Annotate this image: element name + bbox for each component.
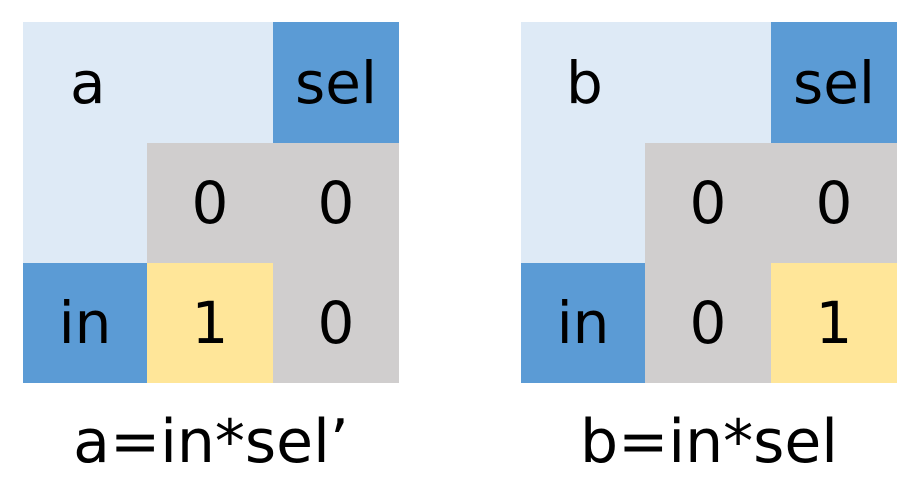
value-cell: 0 [645,143,771,263]
value-cell: 0 [147,143,273,263]
value-cell: 0 [273,143,399,263]
value-cell: 0 [771,143,897,263]
output-label-cell: b [521,22,771,143]
value-cell: 0 [645,263,771,383]
truth-map-a: a sel 0 0 in 1 0 [23,22,399,383]
formula-b: b=in*sel [580,407,838,477]
corner-blank-cell [23,143,147,263]
col-header-sel: sel [771,22,897,143]
output-label-cell: a [23,22,273,143]
col-header-sel: sel [273,22,399,143]
row-header-in: in [521,263,645,383]
row-header-in: in [23,263,147,383]
formula-a: a=in*sel’ [73,407,349,477]
value-cell: 1 [771,263,897,383]
corner-blank-cell [521,143,645,263]
value-cell: 0 [273,263,399,383]
truth-map-b: b sel 0 0 in 0 1 [521,22,897,383]
value-cell: 1 [147,263,273,383]
